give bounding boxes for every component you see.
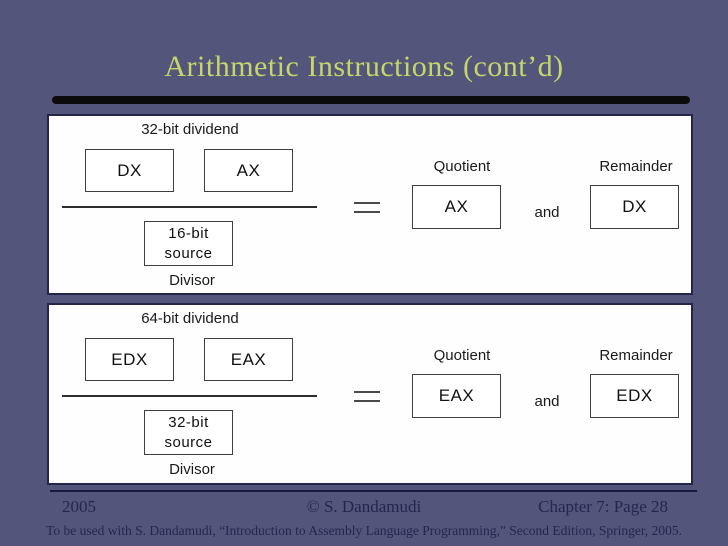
quotient-register-box: EAX	[412, 374, 501, 418]
source-box-16bit: 16-bit source	[144, 221, 233, 266]
attribution-note: To be used with S. Dandamudi, “Introduct…	[46, 523, 682, 538]
source-label-line2: source	[164, 433, 213, 451]
register-label: DX	[622, 197, 647, 216]
divisor-label: Divisor	[169, 461, 215, 478]
register-label: EDX	[616, 386, 653, 405]
footer: 2005 © S. Dandamudi Chapter 7: Page 28	[0, 497, 728, 517]
footer-copyright: © S. Dandamudi	[306, 497, 422, 516]
register-label: EAX	[438, 386, 475, 405]
source-label-line1: 16-bit	[168, 225, 209, 242]
source-label-line2: source	[164, 244, 213, 262]
register-label: DX	[117, 160, 142, 180]
register-box-edx: EDX	[85, 338, 174, 381]
remainder-label: Remainder	[599, 347, 673, 364]
equals-sign	[354, 391, 380, 402]
equals-sign	[354, 202, 380, 213]
quotient-label: Quotient	[433, 347, 491, 364]
slide-title: Arithmetic Instructions (cont’d)	[164, 50, 564, 83]
quotient-register-box: AX	[412, 185, 501, 229]
division-diagram-16bit: 32-bit dividend DX AX 16-bit source Divi…	[47, 114, 693, 295]
register-label: AX	[444, 197, 469, 216]
remainder-label: Remainder	[599, 158, 673, 175]
footer-page-number: Chapter 7: Page 28	[538, 497, 668, 516]
and-label: and	[534, 204, 560, 221]
fraction-bar	[62, 395, 317, 397]
fraction-bar	[62, 206, 317, 208]
dividend-label: 64-bit dividend	[141, 310, 239, 327]
dividend-label: 32-bit dividend	[141, 121, 239, 138]
register-box-ax: AX	[204, 149, 293, 192]
source-box-32bit: 32-bit source	[144, 410, 233, 455]
title-underline-bar	[52, 96, 690, 104]
register-box-dx: DX	[85, 149, 174, 192]
register-label: AX	[236, 160, 261, 180]
remainder-register-box: EDX	[590, 374, 679, 418]
source-label-line1: 32-bit	[168, 414, 209, 431]
remainder-register-box: DX	[590, 185, 679, 229]
footer-year: 2005	[62, 497, 96, 516]
quotient-label: Quotient	[433, 158, 491, 175]
division-diagram-32bit: 64-bit dividend EDX EAX 32-bit source Di…	[47, 303, 693, 485]
footer-separator	[50, 490, 697, 492]
register-label: EDX	[111, 349, 148, 369]
divisor-label: Divisor	[169, 272, 215, 289]
register-box-eax: EAX	[204, 338, 293, 381]
register-label: EAX	[230, 349, 267, 369]
and-label: and	[534, 393, 560, 410]
